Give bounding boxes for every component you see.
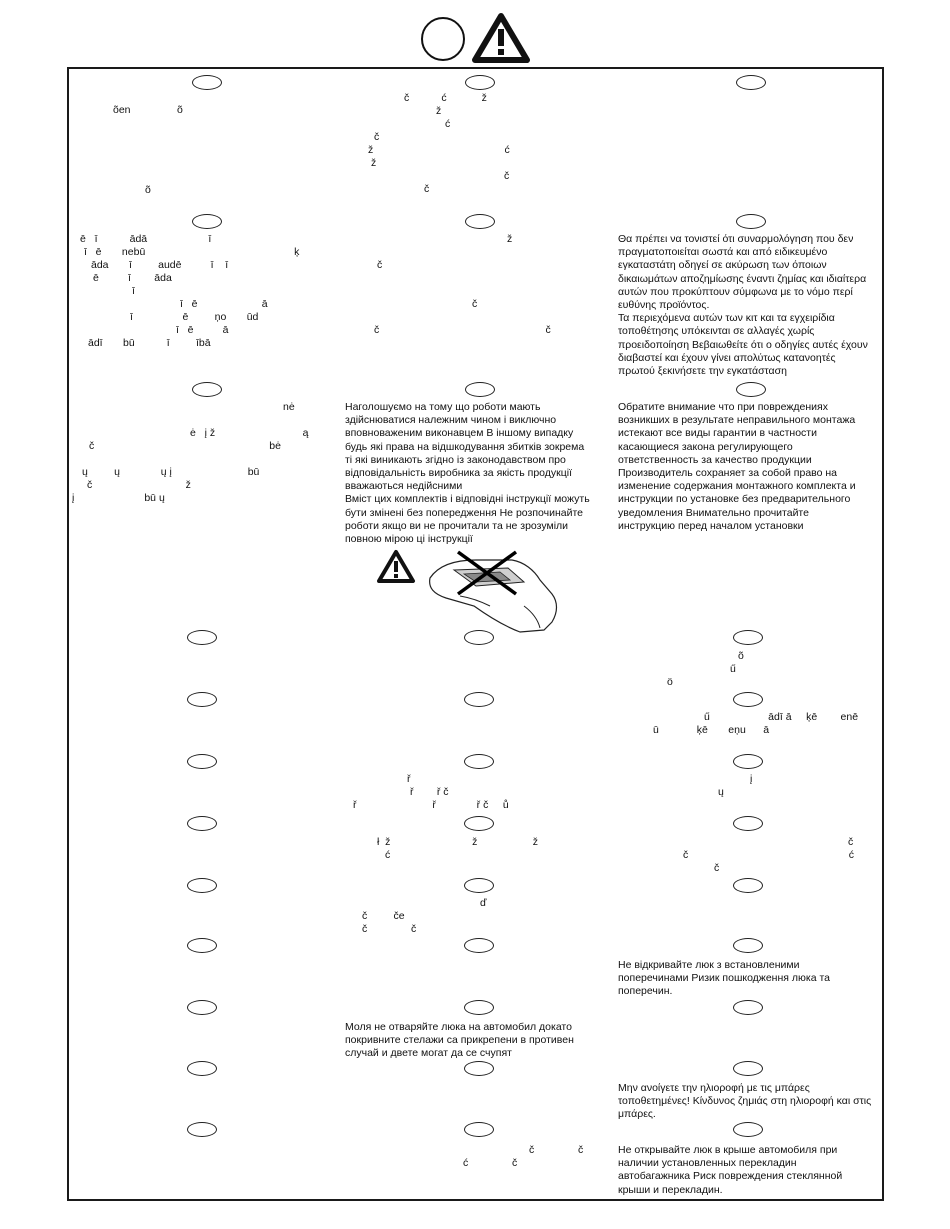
text-fragment: ų	[718, 786, 724, 798]
greek-warning-text: Θα πρέπει να τονιστεί ότι συναρμολόγηση …	[618, 233, 868, 378]
oval-marker	[187, 754, 217, 769]
oval-marker	[733, 1000, 763, 1015]
oval-marker	[733, 692, 763, 707]
text-fragment: ė į ž ą	[190, 427, 309, 439]
illustration-warning-icon	[376, 549, 416, 584]
oval-marker	[733, 816, 763, 831]
text-fragment: ī ē ā	[176, 324, 229, 336]
oval-marker	[187, 1000, 217, 1015]
oval-marker	[187, 938, 217, 953]
oval-marker	[464, 692, 494, 707]
text-fragment: ž	[507, 233, 513, 245]
oval-marker	[736, 75, 766, 90]
text-fragment: ī ē ā	[180, 298, 268, 310]
russian-sunroof-warning: Не открывайте люк в крыше автомобиля при…	[618, 1144, 843, 1196]
text-fragment: ādа ī audē ī ī	[91, 259, 229, 271]
text-fragment: ē ī ādā ī	[80, 233, 212, 245]
circle-icon	[421, 17, 465, 61]
text-fragment: ī	[132, 285, 135, 297]
text-fragment: č	[848, 836, 854, 848]
oval-marker	[733, 630, 763, 645]
oval-marker	[187, 878, 217, 893]
oval-marker	[187, 630, 217, 645]
greek-sunroof-warning: Μην ανοίγετε την ηλιοροφή με τις μπάρες …	[618, 1082, 872, 1121]
oval-marker	[464, 1122, 494, 1137]
text-fragment: č	[714, 862, 720, 874]
oval-marker	[464, 754, 494, 769]
ukrainian-sunroof-warning: Не відкривайте люк з встановленими попер…	[618, 959, 830, 998]
text-fragment: ř	[407, 773, 411, 785]
text-fragment: č	[472, 298, 478, 310]
text-fragment: č bė	[89, 440, 281, 452]
oval-marker	[187, 1061, 217, 1076]
oval-marker	[464, 1000, 494, 1015]
car-sunroof-icon	[424, 546, 560, 636]
oval-marker	[192, 75, 222, 90]
text-fragment: õ	[177, 104, 183, 116]
warning-icon	[471, 12, 531, 64]
text-fragment: č ć ž	[404, 92, 487, 104]
oval-marker	[736, 214, 766, 229]
text-fragment: č č	[362, 923, 417, 935]
text-fragment: ī ē nebū ķ	[84, 246, 300, 258]
text-fragment: õ	[738, 650, 744, 662]
text-fragment: ž	[371, 157, 377, 169]
oval-marker	[733, 938, 763, 953]
text-fragment: č če	[362, 910, 405, 922]
oval-marker	[736, 382, 766, 397]
text-fragment: ł ž ž ž	[377, 836, 539, 848]
text-fragment: ć	[385, 849, 391, 861]
oval-marker	[465, 214, 495, 229]
text-fragment: č	[374, 131, 380, 143]
ukrainian-warning-text: Наголошуємо на тому що роботи мають здій…	[345, 401, 590, 546]
text-fragment: ö	[667, 676, 673, 688]
oval-marker	[192, 382, 222, 397]
oval-marker	[733, 1061, 763, 1076]
text-fragment: ű ādī ā ķē enē	[704, 711, 859, 723]
oval-marker	[464, 1061, 494, 1076]
text-fragment: ű	[730, 663, 736, 675]
text-fragment: ž ć	[368, 144, 510, 156]
text-fragment: č ž	[87, 479, 191, 491]
text-fragment: į	[750, 773, 753, 785]
text-fragment: č č	[529, 1144, 584, 1156]
text-fragment: č ć	[683, 849, 854, 861]
oval-marker	[733, 754, 763, 769]
text-fragment: č	[424, 183, 430, 195]
oval-marker	[187, 1122, 217, 1137]
text-fragment: ū ķē eņu ā	[653, 724, 770, 736]
text-fragment: ī ē ņo ūd	[130, 311, 259, 323]
oval-marker	[192, 214, 222, 229]
oval-marker	[187, 692, 217, 707]
bulgarian-warning-text: Моля не отваряйте люка на автомобил дока…	[345, 1021, 574, 1060]
text-fragment: ē ī āda	[93, 272, 172, 284]
oval-marker	[465, 382, 495, 397]
oval-marker	[733, 878, 763, 893]
text-fragment: ř ř č	[410, 786, 449, 798]
text-fragment: ž	[436, 105, 442, 117]
oval-marker	[464, 938, 494, 953]
text-fragment: ādī bū ī ībā	[88, 337, 211, 349]
content-frame	[67, 67, 884, 1201]
russian-warning-text: Обратите внимание что при повреждениях в…	[618, 401, 856, 532]
text-fragment: nė	[283, 401, 295, 413]
oval-marker	[465, 75, 495, 90]
text-fragment: č	[377, 259, 383, 271]
oval-marker	[464, 816, 494, 831]
text-fragment: õ	[145, 184, 151, 196]
text-fragment: ć č	[463, 1157, 518, 1169]
oval-marker	[187, 816, 217, 831]
oval-marker	[733, 1122, 763, 1137]
text-fragment: õen	[113, 104, 131, 116]
text-fragment: č	[504, 170, 510, 182]
text-fragment: ř ř ř č ů	[353, 799, 509, 811]
oval-marker	[464, 878, 494, 893]
text-fragment: ų ų ų į bū	[82, 466, 260, 478]
text-fragment: į bū ų	[72, 492, 165, 504]
text-fragment: č č	[374, 324, 551, 336]
text-fragment: ć	[445, 118, 451, 130]
text-fragment: ď	[480, 897, 487, 909]
oval-marker	[464, 630, 494, 645]
